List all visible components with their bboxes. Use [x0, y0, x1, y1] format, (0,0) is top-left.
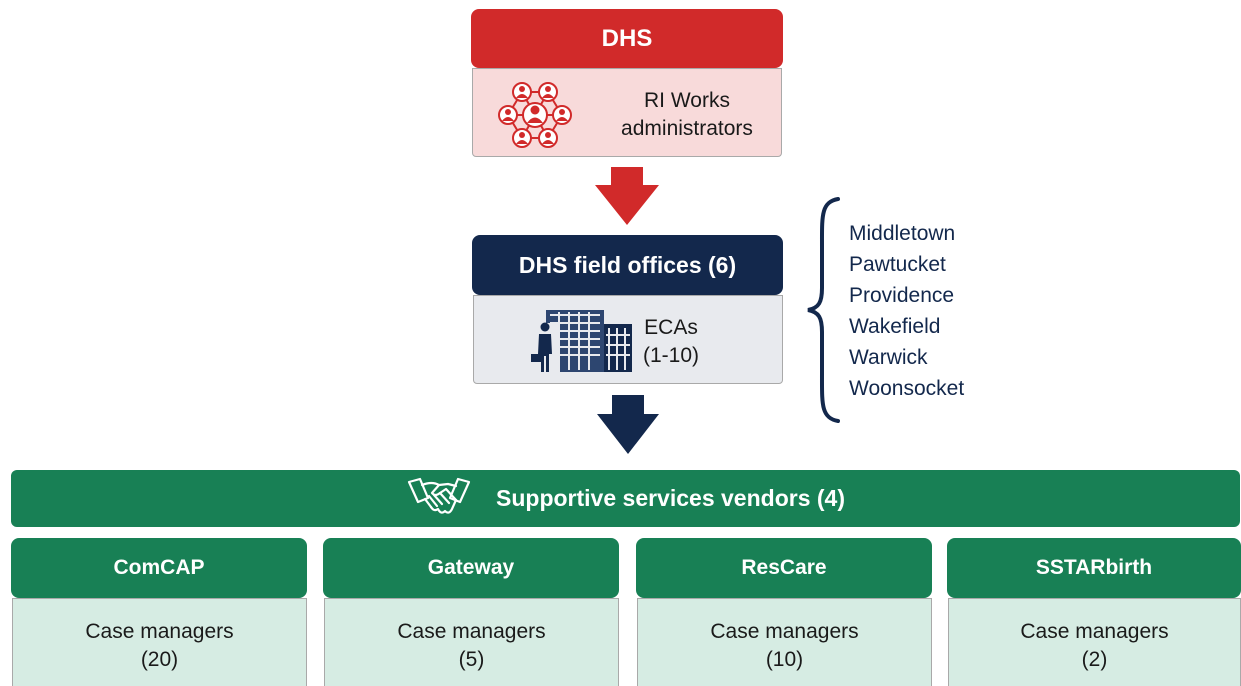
curly-brace	[807, 197, 840, 423]
field-office-locations: Middletown Pawtucket Providence Wakefiel…	[849, 218, 964, 404]
dhs-body: RI Works administrators	[472, 68, 782, 157]
vendor-name: Gateway	[427, 556, 515, 579]
vendor-name: SSTARbirth	[1035, 556, 1153, 579]
dhs-title: DHS	[601, 24, 653, 52]
vendor-header: SSTARbirth	[947, 538, 1241, 598]
field-offices-header: DHS field offices (6)	[472, 235, 783, 295]
vendor-body: Case managers (2)	[948, 598, 1241, 686]
location-item: Middletown	[849, 222, 956, 245]
field-offices-body: ECAs (1-10)	[473, 295, 783, 384]
office-building-person-icon	[531, 310, 632, 372]
vendor-count: (20)	[140, 648, 179, 671]
location-item: Pawtucket	[849, 253, 946, 276]
vendor-role: Case managers	[710, 620, 859, 643]
vendor-count: (10)	[765, 648, 804, 671]
dhs-header: DHS	[471, 9, 783, 68]
vendor-body: Case managers (10)	[637, 598, 932, 686]
vendor-body: Case managers (20)	[12, 598, 307, 686]
vendor-header: Gateway	[323, 538, 619, 598]
vendor-count: (2)	[1081, 648, 1108, 671]
vendor-name: ComCAP	[113, 556, 205, 579]
vendor-count: (5)	[458, 648, 485, 671]
vendor-header: ComCAP	[11, 538, 307, 598]
location-item: Wakefield	[849, 315, 941, 338]
handshake-icon	[407, 477, 471, 514]
vendors-bar: Supportive services vendors (4)	[11, 470, 1240, 527]
field-offices-title: DHS field offices (6)	[518, 251, 737, 278]
red-down-arrow	[595, 167, 659, 225]
vendors-title: Supportive services vendors (4)	[496, 485, 845, 511]
people-network-icon	[498, 82, 572, 148]
field-offices-body-text: ECAs (1-10)	[621, 314, 721, 370]
location-item: Warwick	[849, 346, 928, 369]
field-offices-body-line1: ECAs	[644, 316, 698, 339]
vendor-header: ResCare	[636, 538, 932, 598]
field-offices-body-line2: (1-10)	[642, 344, 700, 367]
vendor-name: ResCare	[741, 556, 827, 579]
vendor-role: Case managers	[85, 620, 234, 643]
vendor-role: Case managers	[397, 620, 546, 643]
location-item: Woonsocket	[849, 377, 965, 400]
dhs-body-line2: administrators	[621, 117, 753, 140]
vendor-body: Case managers (5)	[324, 598, 619, 686]
location-item: Providence	[849, 284, 955, 307]
dhs-body-text: RI Works administrators	[612, 87, 762, 143]
navy-down-arrow	[597, 395, 659, 454]
dhs-body-line1: RI Works	[644, 89, 730, 112]
vendor-role: Case managers	[1020, 620, 1169, 643]
